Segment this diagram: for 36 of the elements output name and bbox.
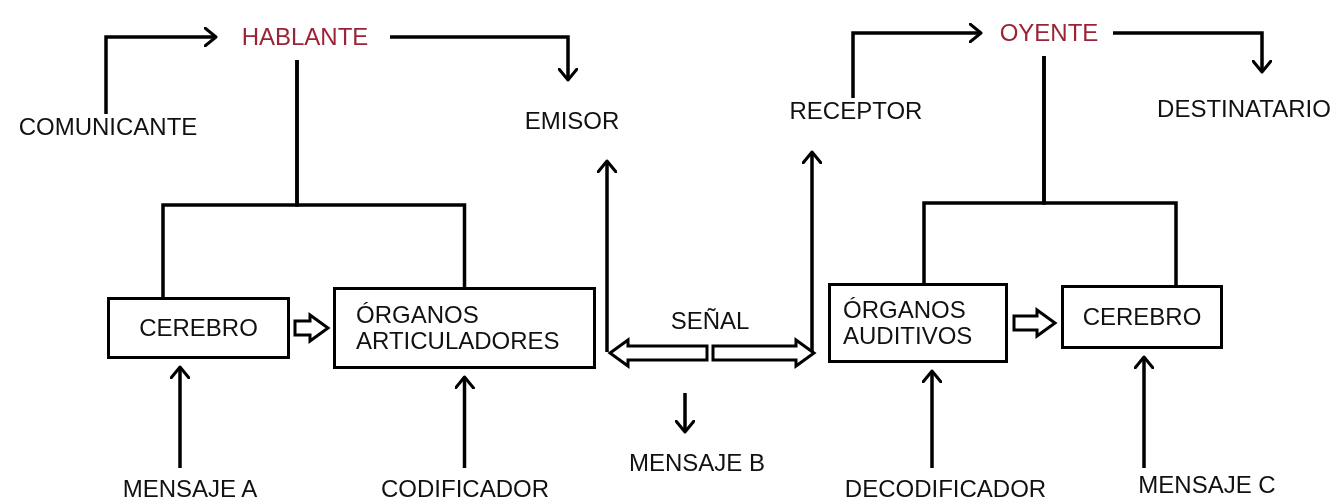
concept-label: MENSAJE C <box>1138 471 1276 499</box>
block-arrow <box>607 337 709 369</box>
box-label: ÓRGANOS AUDITIVOS <box>843 296 974 350</box>
arrow <box>169 365 191 468</box>
arrow <box>454 375 475 468</box>
connector-line <box>1042 56 1178 285</box>
arrow <box>851 22 983 98</box>
process-box <box>828 283 1008 363</box>
arrow <box>596 159 618 352</box>
concept-label: DECODIFICADOR <box>844 475 1047 503</box>
block-arrow <box>711 337 817 369</box>
concept-label: EMISOR <box>524 107 620 135</box>
heading-label: HABLANTE <box>241 23 369 51</box>
arrow <box>674 393 696 434</box>
concept-label: MENSAJE A <box>122 475 258 503</box>
concept-label: RECEPTOR <box>789 97 923 125</box>
process-box <box>1061 285 1223 349</box>
box-label: ÓRGANOS ARTICULADORES <box>356 301 561 355</box>
arrow <box>390 35 579 82</box>
concept-label: CODIFICADOR <box>381 475 549 503</box>
arrow <box>1133 355 1155 468</box>
box-label: CEREBRO <box>139 314 258 342</box>
process-box <box>107 297 290 359</box>
arrow <box>921 369 943 468</box>
arrow <box>104 26 218 114</box>
box-label: CEREBRO <box>1082 303 1202 331</box>
concept-label: MENSAJE B <box>629 449 765 477</box>
heading-label: OYENTE <box>999 19 1099 47</box>
connector-line <box>295 60 467 287</box>
arrow <box>1113 31 1273 74</box>
block-arrow <box>293 312 331 344</box>
process-box <box>333 287 596 369</box>
concept-label: DESTINATARIO <box>1157 95 1331 123</box>
block-arrow <box>1012 307 1058 339</box>
concept-label: SEÑAL <box>670 307 750 335</box>
concept-label: COMUNICANTE <box>18 113 198 141</box>
